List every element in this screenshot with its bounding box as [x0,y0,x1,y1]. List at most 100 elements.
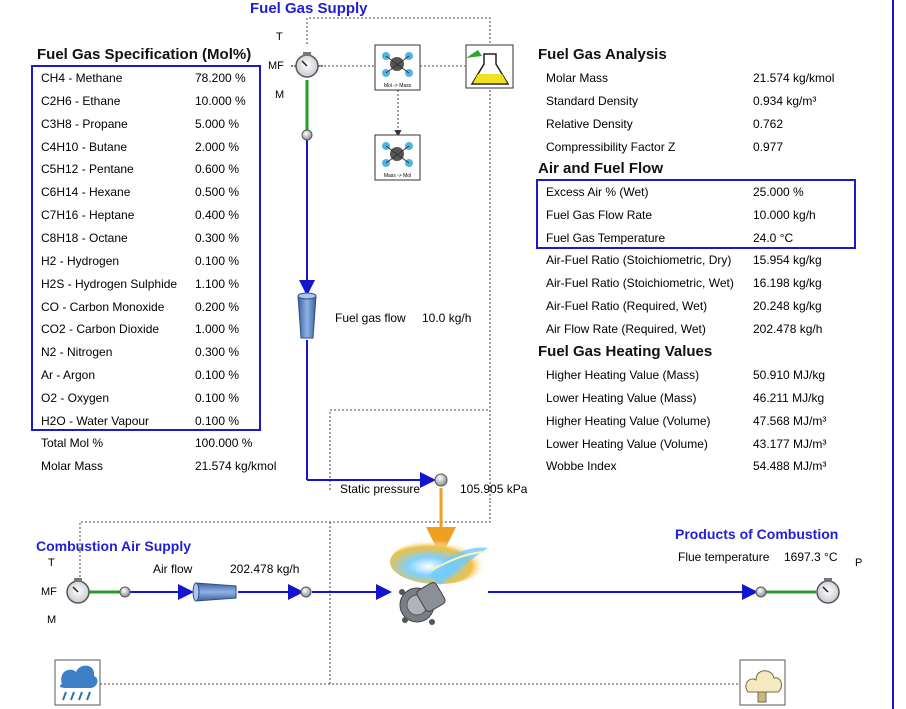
item-value: 21.574 kg/kmol [195,458,277,473]
heating-values-title: Fuel Gas Heating Values [538,343,713,360]
fuel-gas-analysis-title: Fuel Gas Analysis [538,46,667,63]
item-label: Air Flow Rate (Required, Wet) [546,321,706,336]
item-label: Molar Mass [41,458,104,473]
fuel-gas-flow-value: 10.0 kg/h [422,311,472,325]
item-value[interactable]: 2.000 % [195,139,240,154]
item-label: H2S - Hydrogen Sulphide [41,276,178,291]
item-label: Higher Heating Value (Mass) [546,368,700,382]
burner-icon [390,540,488,625]
item-label: C8H18 - Octane [41,230,128,245]
air-port-t: T [48,557,55,569]
item-label: C7H16 - Heptane [41,208,135,223]
item-label: H2 - Hydrogen [41,253,120,268]
item-value: 54.488 MJ/m³ [753,459,827,474]
item-label: H2O - Water Vapour [41,413,150,428]
item-value: 46.211 MJ/kg [753,390,825,405]
item-value: 15.954 kg/kg [753,253,822,267]
item-label: Fuel Gas Temperature [546,230,666,245]
item-label: Total Mol % [41,436,104,450]
gas-analysis-flask-icon [465,44,514,89]
item-value: 100.000 % [195,436,253,450]
fuel-supply-port-mf: MF [268,60,284,72]
item-value: 202.478 kg/h [753,321,823,336]
item-label: N2 - Nitrogen [41,345,113,360]
signal-lines [79,17,740,685]
item-label: C2H6 - Ethane [41,93,121,108]
mol-mass-label: Mol -> Mass [383,83,412,89]
item-label: C5H12 - Pentane [41,162,134,177]
item-label: O2 - Oxygen [41,390,110,405]
mol-to-mass-icon [374,44,421,91]
products-port-p: P [855,557,863,569]
item-value[interactable]: 5.000 % [195,116,240,131]
item-value[interactable]: 0.100 % [195,368,240,383]
item-value: 16.198 kg/kg [753,275,822,290]
combustion-air-title: Combustion Air Supply [36,538,192,554]
item-value[interactable]: 10.000 % [195,93,246,108]
fuel-gas-supply-gauge-icon [290,52,324,78]
products-title: Products of Combustion [675,526,839,542]
item-value[interactable]: 0.300 % [195,230,240,245]
fuel-supply-port-m: M [275,89,285,101]
item-label: Relative Density [546,116,633,131]
item-value[interactable]: 0.100 % [195,253,240,268]
item-label: CO - Carbon Monoxide [41,299,165,314]
item-value[interactable]: 1.000 % [195,322,240,337]
air-port-mf: MF [41,586,57,598]
item-value[interactable]: 0.300 % [195,345,240,360]
air-flow-label: Air flow [153,562,193,576]
item-label: Higher Heating Value (Volume) [546,413,711,428]
fuel-supply-port-t: T [276,31,283,43]
item-value[interactable]: 1.100 % [195,276,240,291]
item-value[interactable]: 78.200 % [195,71,246,85]
item-label: C6H14 - Hexane [41,185,131,200]
item-label: Lower Heating Value (Mass) [546,390,697,405]
exhaust-smoke-icon [739,659,786,706]
static-pressure-label: Static pressure [340,482,421,496]
air-flow-value: 202.478 kg/h [230,562,300,576]
static-pressure-value: 105.905 kPa [460,482,528,496]
item-label: Fuel Gas Flow Rate [546,207,653,222]
fuel-gas-flow-label: Fuel gas flow [335,311,406,325]
item-value: 47.568 MJ/m³ [753,413,827,428]
flue-temperature-label: Flue temperature [678,550,770,564]
item-value[interactable]: 0.100 % [195,413,240,428]
rain-cloud-icon [54,659,101,706]
item-value[interactable]: 24.0 °C [753,230,794,245]
item-value: 43.177 MJ/m³ [753,436,827,451]
fuel-gas-spec-box [31,65,261,431]
fuel-gas-spec-title: Fuel Gas Specification (Mol%) [37,46,252,63]
item-value[interactable]: 0.400 % [195,208,240,223]
item-value: 50.910 MJ/kg [753,368,826,382]
item-label: CO2 - Carbon Dioxide [41,322,160,337]
air-port-m: M [47,614,57,626]
item-value[interactable]: 0.600 % [195,162,240,177]
item-value[interactable]: 25.000 % [753,185,804,199]
item-label: Excess Air % (Wet) [546,185,649,199]
item-label: Air-Fuel Ratio (Stoichiometric, Wet) [546,275,734,290]
item-value[interactable]: 10.000 kg/h [753,207,816,222]
item-value[interactable]: 0.500 % [195,185,240,200]
item-label: Lower Heating Value (Volume) [546,436,708,451]
item-value: 0.762 [753,116,784,131]
item-label: CH4 - Methane [41,71,123,85]
combustion-air-gauge-icon [66,578,90,604]
fuel-gas-flow-meter-icon [297,292,317,339]
item-label: Wobbe Index [546,459,617,474]
item-label: C4H10 - Butane [41,139,128,154]
item-value: 0.934 kg/m³ [753,93,817,108]
item-value: 0.977 [753,139,784,154]
item-value[interactable]: 0.100 % [195,390,240,405]
flue-temperature-value: 1697.3 °C [784,550,838,564]
air-fuel-inputs-box [536,179,856,249]
item-label: Compressibility Factor Z [546,139,676,154]
item-label: Molar Mass [546,71,609,85]
item-label: Ar - Argon [41,368,96,383]
item-value: 20.248 kg/kg [753,298,822,313]
item-value[interactable]: 0.200 % [195,299,240,314]
mass-to-mol-icon [374,134,421,181]
item-value: 21.574 kg/kmol [753,71,835,85]
fuel-gas-supply-title: Fuel Gas Supply [250,0,368,17]
air-flow-meter-icon [192,582,237,602]
